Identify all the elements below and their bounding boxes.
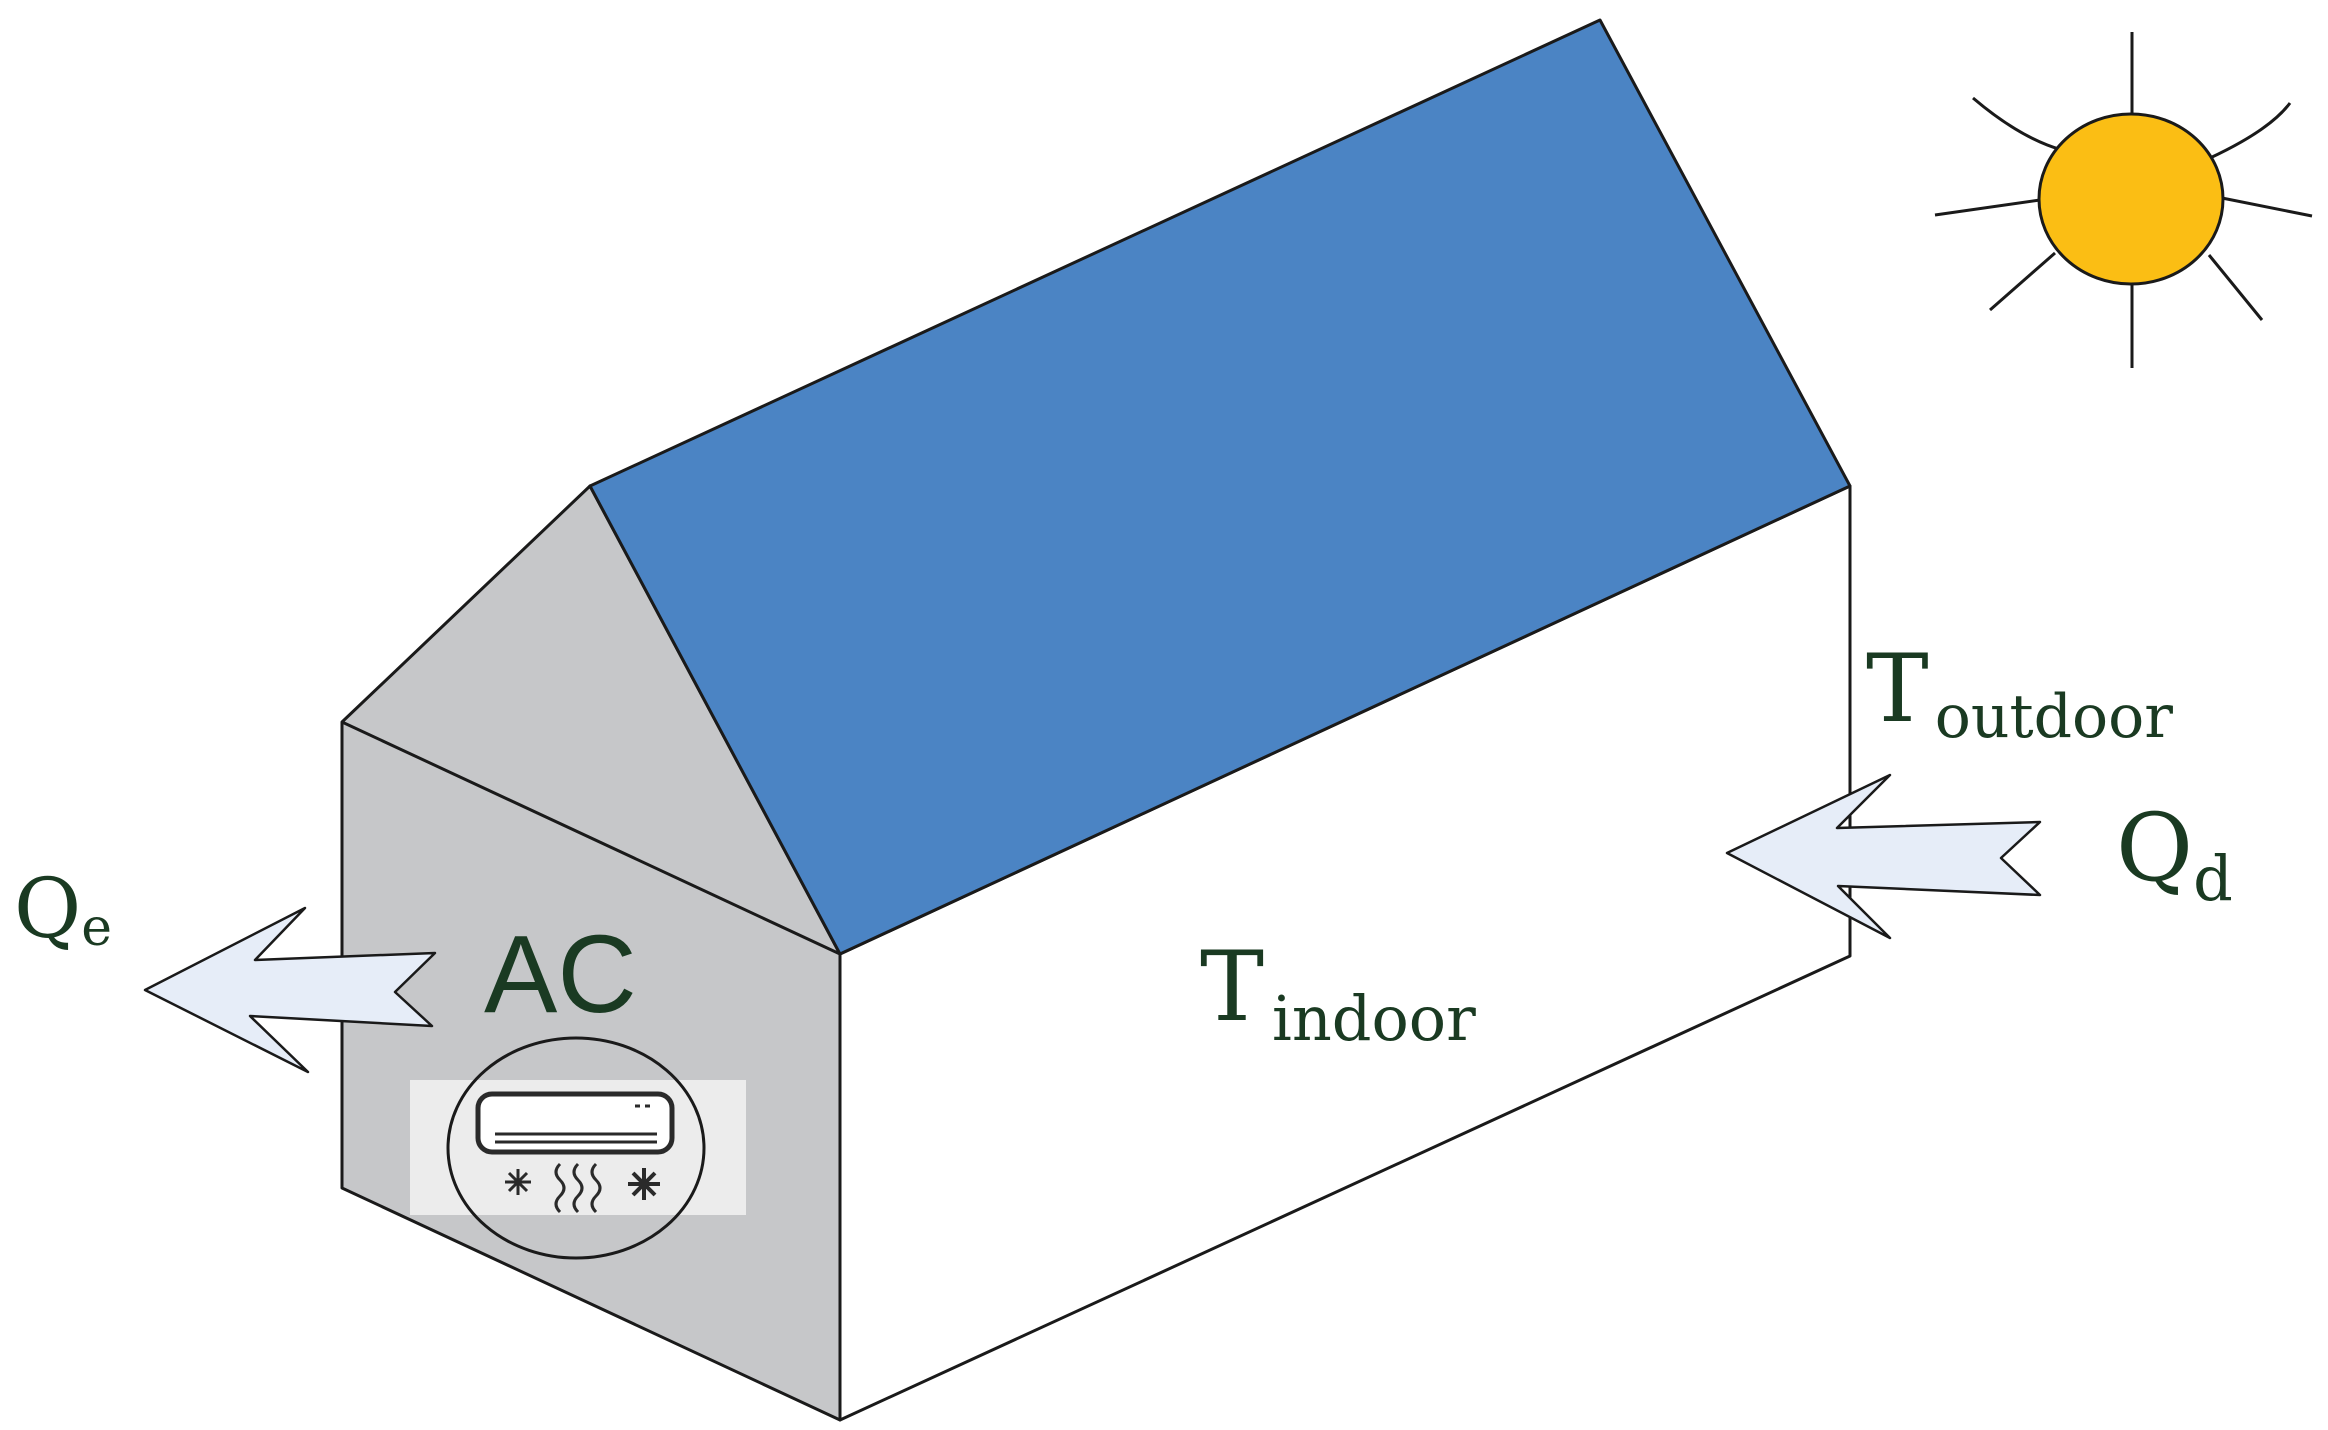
t-outdoor-main: T — [1866, 635, 1929, 744]
airflow-icon — [554, 1162, 602, 1214]
q-e-main: Q — [14, 862, 81, 957]
heat-out-arrow — [143, 906, 437, 1074]
q-d-label: Qd — [2116, 794, 2233, 915]
snowflake-icon — [628, 1168, 660, 1200]
heat-in-arrow — [1725, 773, 2042, 940]
q-d-subscript: d — [2193, 842, 2233, 915]
t-indoor-main: T — [1200, 931, 1264, 1043]
gable-eave-line — [341, 720, 841, 956]
t-indoor-subscript: indoor — [1272, 982, 1476, 1055]
sun-icon — [1934, 32, 2313, 368]
q-e-subscript: e — [81, 898, 112, 958]
roof — [588, 18, 1852, 956]
sun-rays — [1934, 32, 2313, 368]
ac-circle — [446, 1036, 706, 1260]
air-conditioner-icon — [410, 1036, 746, 1260]
q-e-label: Qe — [14, 862, 112, 958]
t-outdoor-subscript: outdoor — [1935, 682, 2174, 752]
ac-body — [475, 1091, 675, 1155]
snowflake-icon — [505, 1169, 531, 1195]
q-d-main: Q — [2116, 794, 2193, 903]
sun-disc — [2037, 112, 2225, 286]
ac-label: AC — [484, 913, 637, 1036]
